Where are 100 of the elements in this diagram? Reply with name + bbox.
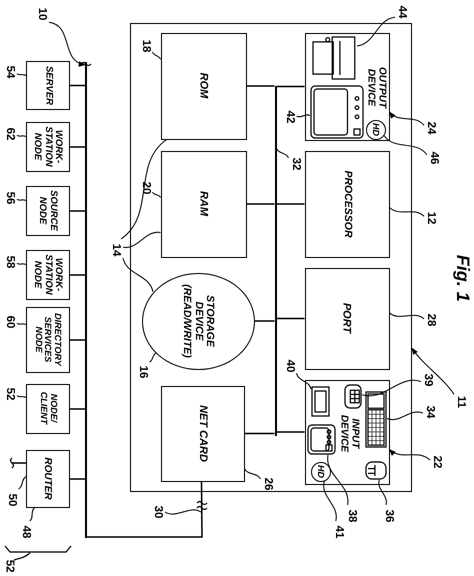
box-label: OUTPUT DEVICE	[364, 65, 388, 111]
connector-line	[246, 203, 274, 205]
reference-numeral: 26	[260, 472, 274, 494]
reference-numeral: 32	[288, 152, 302, 174]
monitor-drawing	[310, 85, 364, 139]
reference-numeral: 10	[35, 3, 49, 25]
box-label: ROM	[196, 72, 210, 100]
reference-numeral: 44	[395, 1, 409, 23]
reference-numeral: 11	[454, 391, 468, 413]
leader-line	[327, 454, 348, 506]
leader-line	[122, 232, 161, 248]
reference-numeral: 46	[427, 147, 441, 169]
reference-numeral: 42	[282, 106, 296, 128]
box-label: SERVER	[42, 64, 55, 106]
leader-line	[120, 139, 168, 240]
leader-line	[386, 411, 424, 420]
reference-arrow	[48, 22, 86, 66]
leader-line	[16, 262, 26, 266]
leader-line	[389, 206, 424, 217]
rom-box	[160, 32, 246, 140]
box-label: STORAGE DEVICE (READ/WRITE)	[180, 282, 217, 360]
client-node-box	[26, 384, 70, 434]
reference-numeral: 18	[138, 34, 152, 56]
keyboard-drawing	[365, 391, 387, 448]
leader-line	[389, 312, 424, 320]
figure-label: Fig. 1	[452, 253, 474, 304]
net-card-box	[160, 386, 244, 482]
connector-line	[276, 431, 304, 433]
leader-line	[149, 352, 156, 362]
output-device-box	[304, 32, 390, 140]
leader-line	[16, 395, 26, 398]
reference-numeral: 58	[3, 251, 17, 273]
leader-line	[16, 198, 26, 202]
connector-line	[70, 274, 85, 276]
box-label: ROUTER	[41, 456, 54, 502]
box-label: WORK-STATION NODE	[31, 253, 66, 296]
display-drawing	[311, 386, 330, 417]
connector-line	[70, 146, 85, 148]
leader-line	[18, 476, 26, 490]
leader-line	[356, 16, 396, 46]
leader-line	[296, 372, 312, 390]
leader-line	[276, 148, 289, 158]
reference-arrow	[388, 448, 430, 461]
leader-line	[16, 73, 26, 76]
leader-line	[152, 192, 161, 198]
reference-numeral: 28	[424, 309, 438, 331]
box-label: HD	[370, 123, 382, 136]
leader-line	[296, 114, 310, 118]
source-node-box	[26, 186, 70, 236]
box-label: NODE/CLIENT	[38, 392, 60, 425]
box-label: INPUT DEVICE	[338, 413, 362, 454]
connector-line	[12, 462, 26, 464]
router-box	[26, 450, 70, 508]
leader-line	[323, 480, 337, 522]
leader-line	[378, 480, 387, 506]
connector-line	[70, 339, 85, 341]
leader-line	[16, 134, 26, 138]
reference-numeral: 22	[430, 451, 444, 473]
box-label: NET CARD	[195, 404, 210, 464]
box-label: RAM	[196, 190, 210, 218]
port-box	[304, 268, 390, 370]
reference-numeral: 50	[5, 489, 19, 511]
printer-drawing	[312, 35, 357, 81]
reference-numeral: 16	[136, 360, 150, 382]
reference-numeral: 41	[332, 521, 346, 543]
connector-line	[87, 482, 203, 538]
connector-line	[70, 478, 85, 480]
connector-line	[276, 318, 304, 320]
box-label: PORT	[340, 302, 354, 336]
connector-line	[254, 320, 274, 322]
system-bus-line	[274, 86, 276, 436]
connector-line	[70, 84, 85, 86]
reference-arrow	[389, 112, 424, 126]
reference-numeral: 12	[424, 207, 438, 229]
connector-line	[70, 408, 85, 410]
disk-circle	[366, 120, 386, 140]
input-device-box	[304, 380, 390, 484]
connector-line	[276, 86, 304, 88]
leader-line	[122, 257, 154, 292]
box-label: DIRECTORY SERVICES NODE	[32, 312, 64, 368]
reference-numeral: 52	[3, 383, 17, 405]
monitor-drawing	[307, 424, 336, 455]
connector-line	[244, 432, 274, 434]
leader-line	[16, 322, 26, 326]
leader-line	[384, 135, 428, 156]
reference-numeral: 34	[423, 401, 437, 423]
ram-box	[160, 150, 246, 258]
reference-numeral: 48	[19, 521, 33, 543]
reference-numeral: 40	[282, 354, 296, 376]
reference-numeral: 36	[382, 505, 396, 527]
directory-services-box	[26, 307, 70, 373]
reference-numeral: 30	[151, 501, 165, 523]
reference-numeral: 14	[109, 239, 123, 261]
reference-numeral: 52	[2, 558, 16, 574]
disk-circle	[311, 462, 331, 482]
reference-arrow	[412, 348, 454, 395]
box-label: WORK-STATION NODE	[31, 125, 66, 168]
leader-line	[244, 468, 261, 480]
box-label: SOURCE NODE	[36, 189, 60, 232]
connector-line	[276, 203, 304, 205]
